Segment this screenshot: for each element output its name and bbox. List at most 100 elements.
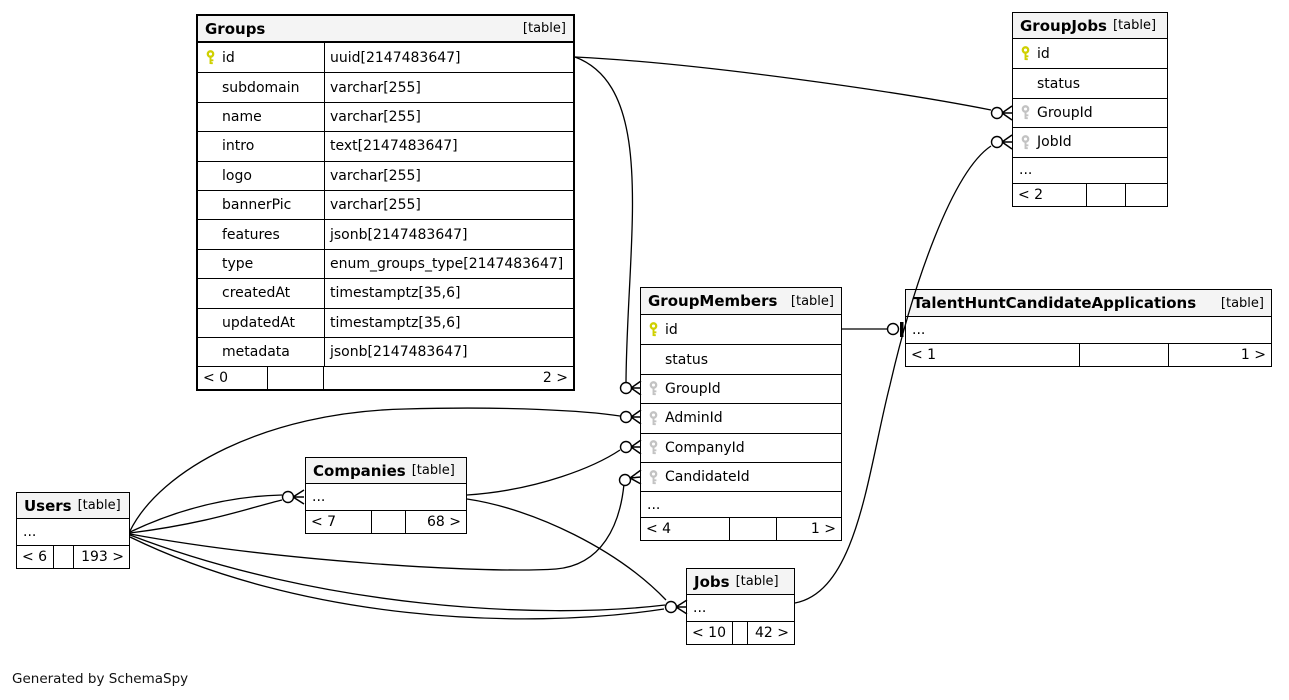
column-row-more: ... — [1013, 156, 1167, 183]
footer-right: 2 > — [542, 370, 568, 387]
primary-key-slot — [1013, 46, 1037, 61]
foreign-key-slot — [641, 381, 665, 396]
zero-or-many-connector-groupmembers-adminid — [619, 409, 642, 425]
column-name-cell: features — [198, 220, 325, 249]
footer-mid — [1080, 344, 1169, 366]
table-header[interactable]: Users [table] — [17, 493, 129, 519]
footer-right — [1126, 184, 1167, 206]
column-name-label: bannerPic — [222, 197, 292, 214]
table-tag: [table] — [1220, 295, 1264, 311]
column-type-label: enum_groups_type[2147483647] — [330, 255, 564, 272]
column-rows: ... — [687, 595, 794, 621]
footer-right: 1 > — [810, 521, 836, 538]
table-talenthuntcandidateapplications[interactable]: TalentHuntCandidateApplications [table] … — [905, 289, 1272, 367]
column-row-status: status — [1013, 68, 1167, 97]
column-row-bannerpic: bannerPic varchar[255] — [198, 189, 573, 220]
table-title: GroupMembers — [648, 292, 778, 310]
table-footer: < 4 1 > — [641, 517, 841, 541]
column-rows: ... — [306, 484, 466, 510]
table-header[interactable]: Jobs [table] — [687, 569, 794, 595]
column-type-label: varchar[255] — [330, 108, 421, 125]
column-name-label: JobId — [1037, 134, 1072, 151]
table-header[interactable]: TalentHuntCandidateApplications [table] — [906, 290, 1271, 317]
column-name-label: CompanyId — [665, 439, 745, 456]
ellipsis-label: ... — [312, 489, 326, 505]
column-row-more: ... — [306, 484, 466, 510]
ellipsis-label: ... — [912, 322, 926, 338]
relationship-line-companies-companyid — [466, 449, 621, 496]
table-footer: < 1 1 > — [906, 343, 1271, 366]
column-name-label: status — [665, 351, 709, 368]
column-type-label: timestamptz[35,6] — [330, 314, 461, 331]
zero-or-many-connector-companies — [281, 489, 305, 505]
table-header[interactable]: Companies [table] — [306, 458, 466, 484]
table-tag: [table] — [735, 574, 779, 589]
ellipsis-label: ... — [693, 600, 707, 616]
column-row-more: ... — [906, 317, 1271, 343]
footer-left: < 2 — [1013, 183, 1087, 206]
column-name-label: id — [665, 321, 678, 338]
foreign-key-icon — [1021, 135, 1029, 150]
table-tag: [table] — [522, 21, 566, 36]
zero-or-many-connector-groupmembers-groupid — [619, 380, 642, 396]
footer-mid — [730, 518, 777, 541]
zero-or-many-connector-groupmembers-candidateid — [618, 469, 642, 487]
table-footer: < 10 42 > — [687, 621, 794, 644]
table-jobs[interactable]: Jobs [table] ... < 10 42 > — [686, 568, 795, 645]
column-row-more: ... — [17, 519, 129, 545]
relationship-line-companies-jobs — [466, 498, 667, 601]
column-name-label: intro — [222, 138, 255, 155]
column-type-label: uuid[2147483647] — [330, 49, 461, 66]
column-name-label: id — [1037, 45, 1050, 62]
table-footer: < 7 68 > — [306, 510, 466, 533]
column-row-id: id — [1013, 39, 1167, 68]
column-row-candidateid: CandidateId — [641, 461, 841, 491]
column-name-label: GroupId — [1037, 104, 1093, 121]
column-name-label: status — [1037, 75, 1081, 92]
column-type-label: varchar[255] — [330, 197, 421, 214]
column-name-label: AdminId — [665, 410, 723, 427]
column-row-more: ... — [641, 491, 841, 517]
foreign-key-icon — [649, 469, 657, 484]
footer-left: < 6 — [17, 546, 54, 568]
zero-or-many-connector-groupjobs-groupid — [990, 105, 1013, 121]
column-row-jobid: JobId — [1013, 127, 1167, 156]
relationship-line-users-jobs-1 — [129, 534, 666, 612]
table-companies[interactable]: Companies [table] ... < 7 68 > — [305, 457, 467, 534]
primary-key-icon — [206, 50, 214, 65]
table-header[interactable]: GroupMembers [table] — [641, 288, 841, 315]
table-header[interactable]: GroupJobs [table] — [1013, 13, 1167, 39]
column-type-label: varchar[255] — [330, 79, 421, 96]
column-name-cell: id — [198, 43, 325, 73]
column-name-cell: bannerPic — [198, 190, 325, 220]
column-name-label: features — [222, 226, 280, 243]
column-name-cell: createdAt — [198, 279, 325, 308]
column-type-label: varchar[255] — [330, 167, 421, 184]
column-row-id: id — [641, 315, 841, 344]
column-name-cell: logo — [198, 161, 325, 190]
table-users[interactable]: Users [table] ... < 6 193 > — [16, 492, 130, 569]
zero-or-one-connector-talenthunt — [886, 322, 904, 337]
foreign-key-slot — [641, 440, 665, 455]
table-title: Users — [24, 496, 72, 515]
table-tag: [table] — [1112, 18, 1157, 33]
column-name-cell: CandidateId — [641, 469, 750, 485]
footer-mid — [54, 546, 74, 568]
table-header[interactable]: Groups [table] — [198, 16, 573, 43]
footer-left: < 1 — [906, 344, 1080, 366]
column-rows: ... — [906, 317, 1271, 343]
foreign-key-slot — [641, 469, 665, 485]
primary-key-icon — [1021, 46, 1029, 61]
footer-left: < 0 — [198, 367, 268, 390]
foreign-key-icon — [1021, 105, 1029, 120]
column-name-cell: status — [641, 352, 708, 368]
column-row-companyid: CompanyId — [641, 432, 841, 462]
